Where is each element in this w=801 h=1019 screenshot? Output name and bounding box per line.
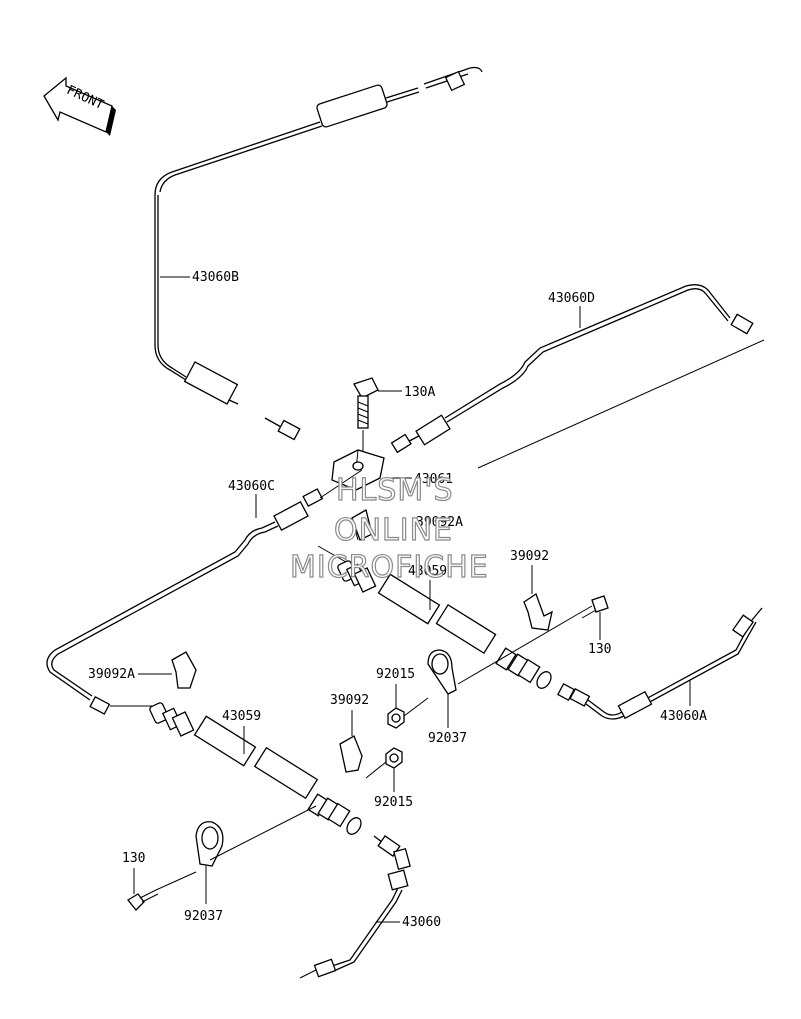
label-92015-bottom: 92015 <box>374 795 413 810</box>
brake-line-43060C <box>46 488 324 715</box>
brake-hose-43059-left <box>110 702 362 835</box>
label-39092A-top: 39092A <box>416 515 463 530</box>
nut-92015-top <box>387 707 405 729</box>
watermark-line-2: ONLINE <box>334 513 453 548</box>
clip-39092A-left <box>171 651 197 689</box>
label-43060D: 43060D <box>548 291 595 306</box>
label-92037-mid: 92037 <box>428 731 467 746</box>
label-39092A-left: 39092A <box>88 667 135 682</box>
label-43060A: 43060A <box>660 709 707 724</box>
label-130A: 130A <box>404 385 435 400</box>
watermark-line-3: MICROFICHE <box>290 550 489 585</box>
label-130-left: 130 <box>122 851 145 866</box>
bolt-130A <box>353 377 379 452</box>
brake-hose-43059-top <box>317 545 552 689</box>
label-43060: 43060 <box>402 915 441 930</box>
brake-line-43060B <box>154 66 483 441</box>
clamp-92037-mid <box>427 649 457 695</box>
watermark: HLSM'S ONLINE MICROFICHE <box>289 472 489 585</box>
label-43060C: 43060C <box>228 479 275 494</box>
label-92037-bottom: 92037 <box>184 909 223 924</box>
brake-line-43060 <box>299 835 411 979</box>
clamp-92037-bottom <box>195 821 224 867</box>
label-130-right: 130 <box>588 642 611 657</box>
watermark-line-1: HLSM'S <box>336 473 454 508</box>
bolt-130-right <box>577 595 609 619</box>
label-43059-left: 43059 <box>222 709 261 724</box>
clip-39092A-top <box>351 509 373 541</box>
bolt-130-left <box>127 889 159 911</box>
label-39092-top: 39092 <box>510 549 549 564</box>
label-43059-top: 43059 <box>408 564 447 579</box>
brake-line-43060D <box>390 284 754 454</box>
label-43061: 43061 <box>414 472 453 487</box>
clip-39092-mid <box>339 735 363 773</box>
clip-39092-top <box>523 593 553 631</box>
label-39092-mid: 39092 <box>330 693 369 708</box>
junction-block-43061 <box>331 449 385 491</box>
brake-line-43060A <box>557 607 763 720</box>
nut-92015-bottom <box>385 747 403 769</box>
label-92015-top: 92015 <box>376 667 415 682</box>
front-arrow: FRONT <box>43 76 116 136</box>
label-43060B: 43060B <box>192 270 239 285</box>
